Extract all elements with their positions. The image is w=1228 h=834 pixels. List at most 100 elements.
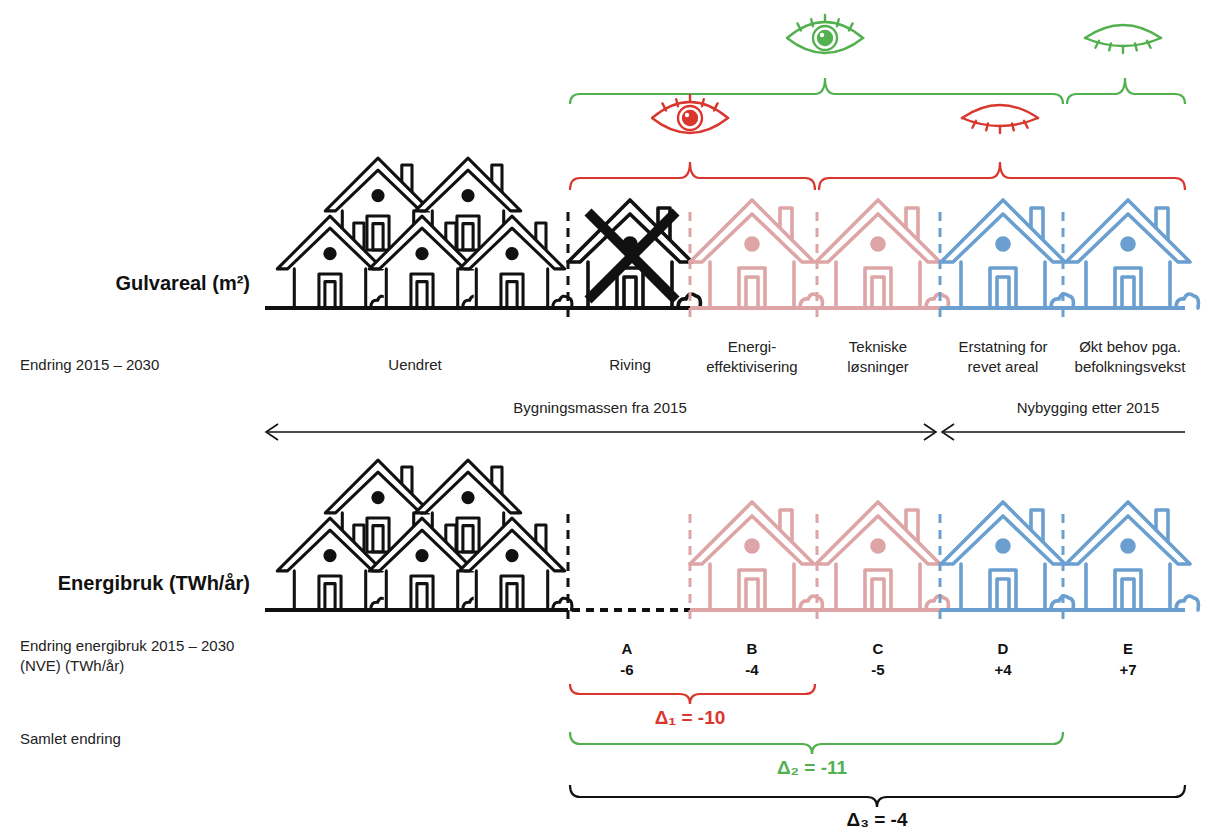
door-inner [325, 282, 335, 308]
eyelash [1012, 123, 1014, 130]
divider-line [816, 212, 819, 322]
eyelash [1135, 43, 1137, 50]
row-heading: Energibruk (TWh/år) [40, 570, 250, 596]
bush [926, 294, 949, 308]
door-inner [997, 579, 1009, 610]
wall [961, 564, 1045, 610]
roof [1066, 502, 1190, 564]
wall [294, 269, 365, 308]
eyelash [986, 123, 988, 130]
pupil [683, 111, 697, 125]
door-inner [872, 277, 884, 308]
door [739, 570, 765, 610]
window [872, 540, 884, 552]
wall [386, 571, 457, 610]
window [872, 238, 884, 250]
door [319, 274, 341, 308]
house-fill [941, 502, 1065, 610]
category-label: Økt behov pga. befolkningsvekst [1065, 337, 1195, 376]
brace [819, 162, 1185, 190]
open-eye [652, 95, 728, 133]
wall [836, 262, 920, 308]
arrow-head [924, 424, 936, 440]
door [1115, 268, 1141, 308]
roof [415, 460, 520, 513]
roof [325, 158, 430, 211]
house-fill [277, 216, 382, 308]
roof [369, 216, 474, 269]
roof [325, 460, 430, 513]
door-inner [872, 579, 884, 610]
door [501, 274, 523, 308]
letter-label: A [607, 639, 647, 659]
category-label: Uendret [355, 355, 475, 375]
brace [570, 78, 1063, 104]
house-fill [568, 200, 692, 308]
eyelash [702, 99, 704, 106]
door-inner [1122, 277, 1134, 308]
wall [294, 571, 365, 610]
house-icon [1066, 200, 1199, 308]
door [865, 268, 891, 308]
window [325, 249, 335, 259]
door-inner [417, 584, 427, 610]
door [739, 268, 765, 308]
divider-line [939, 514, 942, 624]
arrow-head [266, 424, 278, 440]
ground-line [265, 608, 568, 612]
cross-mark [588, 212, 676, 300]
house-icon [459, 216, 572, 308]
house-icon [277, 216, 390, 308]
door-inner [373, 224, 383, 250]
eyelash [824, 15, 826, 22]
house-fill [690, 200, 814, 308]
value-label: -4 [732, 660, 772, 680]
house-icon [690, 200, 823, 308]
house-icon [941, 200, 1074, 308]
eyelash [676, 99, 678, 106]
window [463, 191, 473, 201]
divider-line [816, 514, 819, 624]
arrow-head [942, 424, 954, 440]
eyelash [849, 23, 853, 30]
bush [1176, 596, 1199, 610]
span-arrow [268, 431, 934, 433]
brace [570, 785, 1185, 807]
window [507, 249, 517, 259]
total-label: Δ₁ = -10 [610, 706, 770, 731]
door [367, 216, 389, 250]
brace [1067, 78, 1185, 104]
ground-line [690, 306, 940, 310]
window [373, 191, 383, 201]
eyelash [972, 121, 976, 128]
span-label: Bygningsmassen fra 2015 [470, 398, 730, 418]
eyelash [714, 103, 718, 110]
door-inner [417, 282, 427, 308]
door-inner [507, 584, 517, 610]
value-label: +7 [1108, 660, 1148, 680]
ground-line [572, 608, 690, 612]
cross-mark [588, 212, 676, 300]
iris [813, 26, 837, 50]
total-label: Δ₃ = -4 [797, 808, 957, 833]
house-fill [690, 502, 814, 610]
eyelid [962, 105, 1038, 118]
window [997, 238, 1009, 250]
bush [926, 596, 949, 610]
letter-label: C [858, 639, 898, 659]
house-icon [277, 518, 390, 610]
house-fill [277, 518, 382, 610]
iris [678, 106, 702, 130]
span-label: Nybygging etter 2015 [988, 398, 1188, 418]
eyelash [662, 103, 666, 110]
letter-label: D [983, 639, 1023, 659]
eyelash [1024, 121, 1028, 128]
door-inner [624, 277, 636, 308]
row-caption: Endring energibruk 2015 – 2030 (NVE) (TW… [20, 636, 235, 675]
roof [1066, 200, 1190, 262]
door-inner [507, 282, 517, 308]
door [411, 274, 433, 308]
eyelash [999, 126, 1001, 133]
glint [820, 33, 824, 37]
